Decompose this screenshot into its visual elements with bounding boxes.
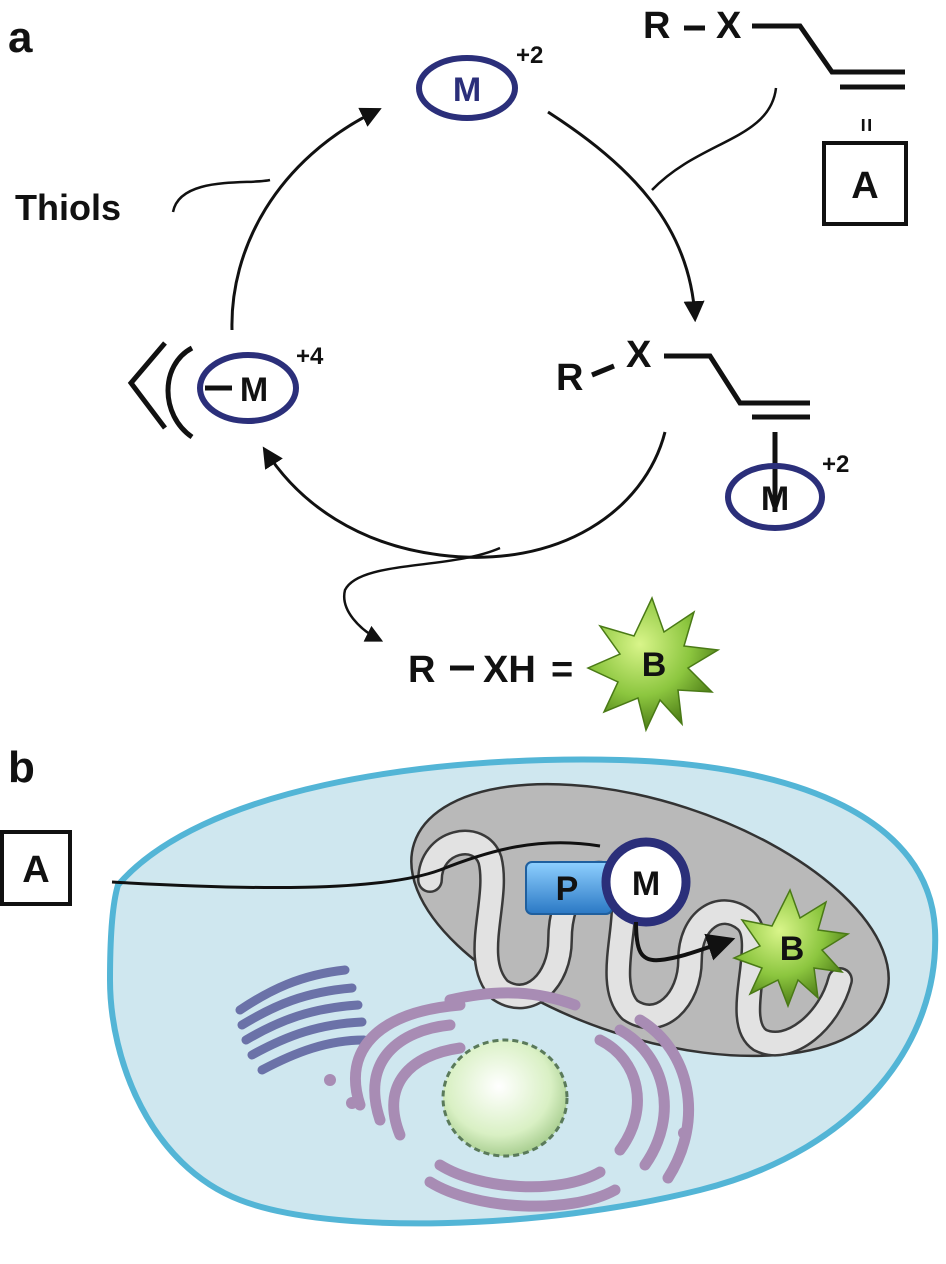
substrate-equals: = — [852, 118, 879, 132]
metal-circle-cell — [601, 837, 691, 927]
substrate-x: X — [716, 5, 742, 47]
charge-right: +2 — [822, 451, 849, 478]
thiols-label: Thiols — [15, 187, 121, 228]
cycle-arrow-left — [230, 107, 382, 331]
product-xh: XH — [483, 649, 536, 691]
cycle-arrow-bottom — [262, 431, 667, 559]
metal-symbol-left: M — [240, 371, 268, 409]
box-a-top-label: A — [851, 165, 878, 207]
bound-complex: R X M +2 — [556, 334, 849, 531]
panel-b-label: b — [8, 743, 35, 792]
substrate-allyl-chain — [752, 23, 905, 75]
charge-top: +2 — [516, 42, 543, 69]
metal-symbol-top: M — [453, 71, 481, 109]
box-a-top — [822, 141, 908, 226]
metal-ring-right — [725, 463, 825, 531]
metal-top: M +2 — [416, 42, 543, 121]
box-a-cell-label: A — [22, 849, 49, 891]
uptake-line — [111, 841, 601, 890]
vesicle-2 — [346, 1097, 358, 1109]
allyl-ligand-inner — [165, 345, 194, 440]
product-equals: = — [551, 649, 573, 691]
golgi-apparatus — [350, 987, 695, 1212]
box-a-cell — [0, 830, 72, 906]
bound-x: X — [626, 334, 652, 376]
charge-left: +4 — [296, 343, 324, 370]
vesicle-3 — [678, 1127, 690, 1139]
substrate-structure: R X = A — [643, 5, 908, 226]
metal-ring-left — [197, 352, 299, 424]
product-row: R XH = B — [408, 596, 721, 733]
allyl-ligand-outer — [127, 341, 167, 430]
pi-allyl-complex: M +4 — [127, 341, 324, 440]
product-r: R — [408, 649, 435, 691]
nucleus — [441, 1038, 569, 1158]
endoplasmic-reticulum — [235, 965, 369, 1075]
star-b-label: B — [780, 930, 805, 968]
vesicle-1 — [324, 1074, 336, 1086]
bound-r: R — [556, 357, 583, 399]
product-release-arrow — [342, 546, 501, 642]
release-arrow-cell — [634, 921, 736, 963]
thiols-input-curve — [171, 178, 271, 213]
metal-ring-top — [416, 55, 518, 121]
metal-cell-label: M — [632, 865, 660, 903]
fluorophore-star-a — [586, 596, 721, 733]
cycle-arrow-top-right — [547, 110, 705, 323]
substrate-input-curve — [651, 87, 778, 191]
star-a-label: B — [642, 646, 667, 684]
metal-symbol-right: M — [761, 480, 789, 518]
protein-label: P — [556, 870, 579, 908]
substrate-r: R — [643, 5, 670, 47]
cristae-inner — [419, 832, 851, 1054]
bound-bond-rx — [591, 363, 615, 378]
bound-allyl-chain — [664, 353, 810, 406]
panel-a-label: a — [8, 13, 33, 62]
fluorophore-star-b — [732, 888, 851, 1009]
